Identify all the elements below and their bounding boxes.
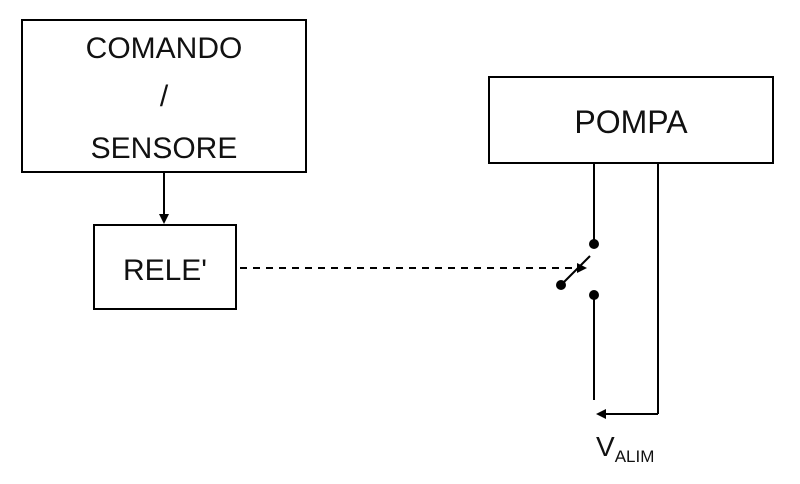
- comando-sensore-box: [21, 19, 307, 173]
- pompa-label: POMPA: [574, 104, 688, 140]
- pompa-block: POMPA: [488, 76, 774, 164]
- pompa-box: [488, 76, 774, 164]
- supply-label-subscript: ALIM: [615, 447, 655, 466]
- comando-label: COMANDO: [86, 32, 243, 65]
- sensore-label: SENSORE: [91, 132, 238, 165]
- relay-switch: [556, 239, 599, 300]
- supply-label-main: V: [596, 431, 615, 462]
- rele-label: RELE': [123, 254, 207, 287]
- slash-label: /: [160, 80, 169, 113]
- rele-box: [93, 224, 237, 310]
- comando-sensore-block: COMANDO / SENSORE: [21, 19, 307, 173]
- supply-voltage-label: VALIM: [596, 431, 654, 466]
- switch-top-contact: [589, 239, 599, 249]
- switch-blade: [560, 255, 591, 286]
- rele-block: RELE': [93, 224, 237, 310]
